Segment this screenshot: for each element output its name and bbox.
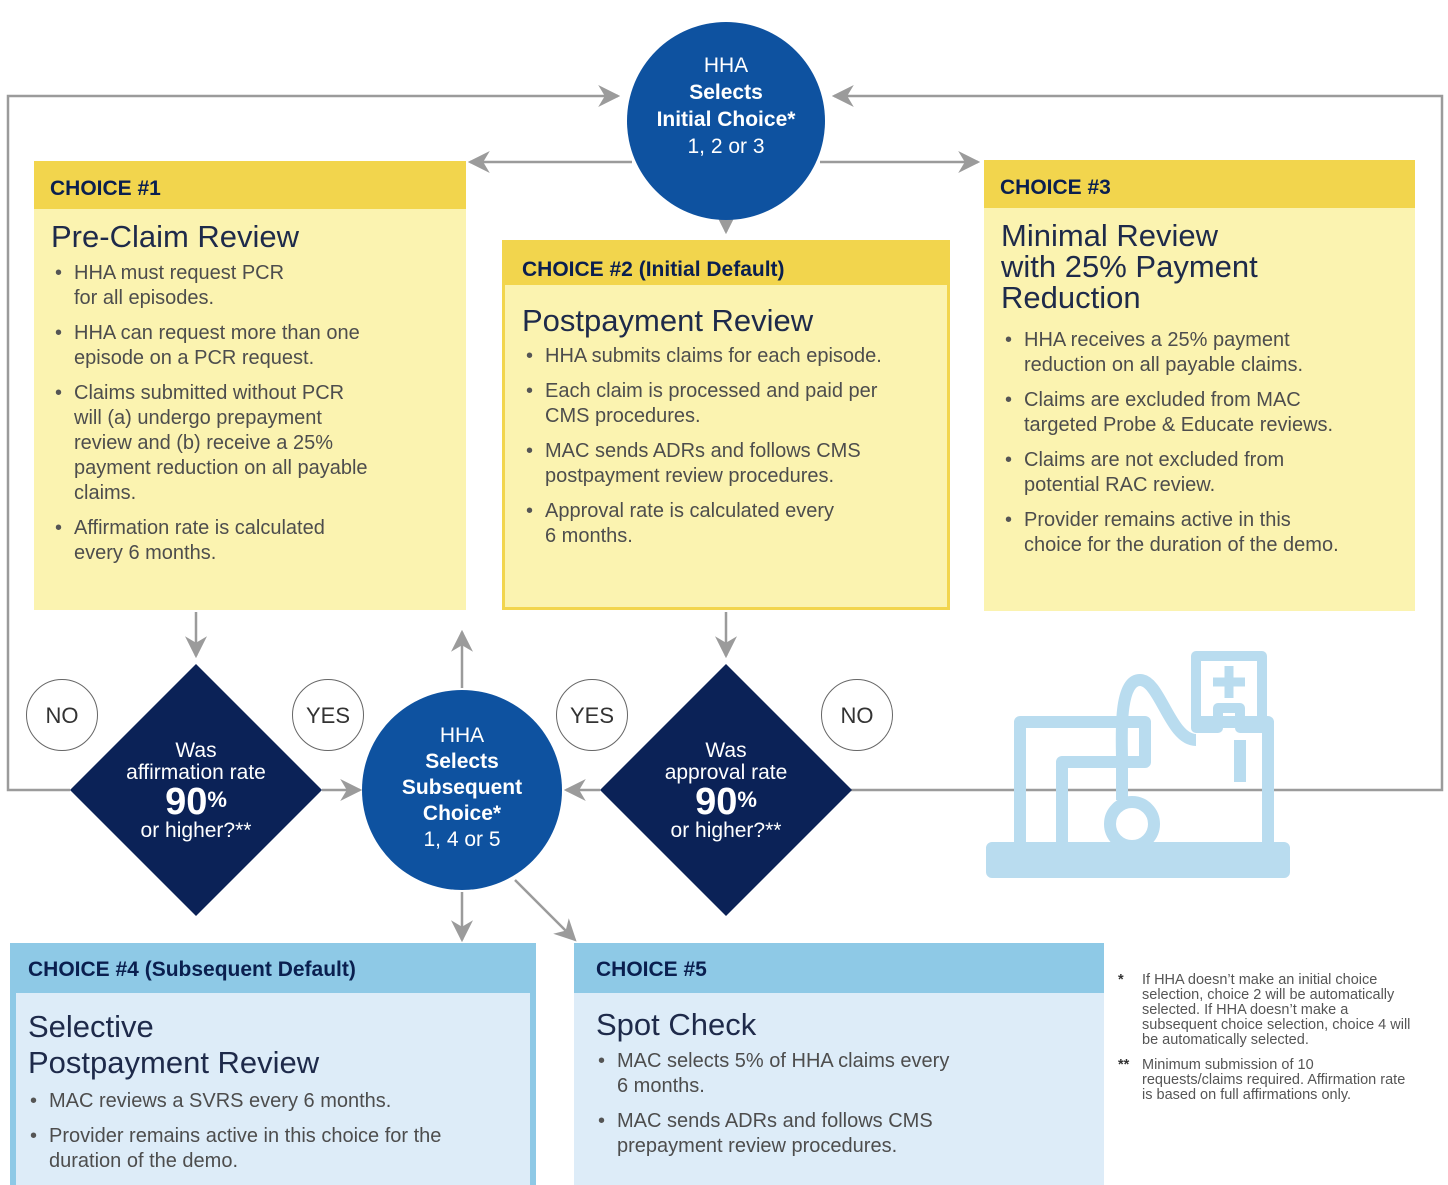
list-item: HHA must request PCR for all episodes. [53, 261, 453, 311]
subsequent-circle-line3: Subsequent [401, 776, 523, 799]
no-label-right: NO [821, 679, 893, 751]
list-item: Approval rate is calculated every 6 mont… [524, 499, 944, 549]
choice4-box: CHOICE #4 (Subsequent Default) Selective… [10, 943, 536, 1185]
decision-left-text: Was affirmation rate 90% or higher?** [96, 740, 296, 842]
list-item: HHA receives a 25% payment reduction on … [1003, 328, 1413, 378]
decision-left-line1: Was [175, 739, 217, 762]
decision-right-text: Was approval rate 90% or higher?** [626, 740, 826, 842]
list-item: MAC sends ADRs and follows CMS prepaymen… [596, 1109, 1096, 1159]
decision-right-line2: approval rate [664, 761, 788, 784]
decision-diamond-right [600, 664, 852, 916]
list-item: HHA submits claims for each episode. [524, 344, 944, 369]
list-item: Affirmation rate is calculated every 6 m… [53, 516, 453, 566]
decision-left-value: 90% [165, 781, 227, 823]
arrow-subsequent-to-choice5 [514, 879, 577, 942]
subsequent-circle-line2: Selects [425, 750, 499, 773]
yes-label-left: YES [292, 679, 364, 751]
laptop-stethoscope-icon [986, 651, 1290, 878]
choice2-header: CHOICE #2 (Initial Default) [502, 240, 950, 285]
list-item: Claims are excluded from MAC targeted Pr… [1003, 388, 1413, 438]
list-item: Claims are not excluded from potential R… [1003, 448, 1413, 498]
choice5-title: Spot Check [596, 1007, 757, 1042]
list-item: Claims submitted without PCR will (a) un… [53, 381, 453, 506]
choice1-title: Pre-Claim Review [51, 219, 300, 254]
initial-circle-line2: Selects [689, 81, 763, 104]
list-item: MAC selects 5% of HHA claims every 6 mon… [596, 1049, 1096, 1099]
footnote-1: * If HHA doesn’t make an initial choice … [1118, 973, 1418, 1048]
initial-circle-line1: HHA [703, 54, 749, 77]
choice4-header: CHOICE #4 (Subsequent Default) [10, 943, 536, 993]
decision-diamond-left [70, 664, 322, 916]
footnote-2-mark: ** [1118, 1057, 1130, 1073]
choice4-title: Selective Postpayment Review [28, 1009, 320, 1080]
loop-right-connector [831, 85, 1444, 792]
choice3-title: Minimal Review with 25% Payment Reductio… [1001, 218, 1258, 315]
choice2-bullets: HHA submits claims for each episode. Eac… [524, 344, 944, 559]
footnote-2: ** Minimum submission of 10 requests/cla… [1118, 1058, 1418, 1103]
choice3-header: CHOICE #3 [984, 160, 1415, 208]
initial-circle-line3: Initial Choice* [656, 108, 796, 131]
choice1-header: CHOICE #1 [34, 161, 466, 209]
initial-circle-line4: 1, 2 or 3 [687, 135, 765, 158]
subsequent-choice-circle: HHA Selects Subsequent Choice* 1, 4 or 5 [362, 690, 562, 890]
choice2-box: CHOICE #2 (Initial Default) Postpayment … [502, 240, 950, 610]
footnotes: * If HHA doesn’t make an initial choice … [1118, 973, 1418, 1113]
footnote-2-text: Minimum submission of 10 requests/claims… [1142, 1057, 1406, 1103]
loop-left-connector [6, 85, 621, 792]
footnote-1-mark: * [1118, 972, 1124, 988]
decision-left-line2: affirmation rate [126, 761, 266, 784]
decision-left-line3: or higher?** [140, 819, 252, 842]
choice5-header: CHOICE #5 [574, 943, 1104, 993]
list-item: HHA can request more than one episode on… [53, 321, 453, 371]
list-item: Each claim is processed and paid per CMS… [524, 379, 944, 429]
list-item: Provider remains active in this choice f… [1003, 508, 1413, 558]
list-item: Provider remains active in this choice f… [28, 1124, 528, 1174]
footnote-1-text: If HHA doesn’t make an initial choice se… [1142, 972, 1411, 1048]
list-item: MAC sends ADRs and follows CMS postpayme… [524, 439, 944, 489]
decision-right-value: 90% [695, 781, 757, 823]
decision-right-line3: or higher?** [670, 819, 782, 842]
subsequent-circle-line5: 1, 4 or 5 [423, 828, 501, 851]
choice2-title: Postpayment Review [522, 303, 814, 338]
decision-right-line1: Was [705, 739, 747, 762]
choice5-box: CHOICE #5 Spot Check MAC selects 5% of H… [574, 943, 1104, 1185]
choice3-bullets: HHA receives a 25% payment reduction on … [1003, 328, 1413, 568]
yes-label-right: YES [556, 679, 628, 751]
list-item: MAC reviews a SVRS every 6 months. [28, 1089, 528, 1114]
initial-choice-circle: HHA Selects Initial Choice* 1, 2 or 3 [627, 22, 825, 220]
choice4-bullets: MAC reviews a SVRS every 6 months. Provi… [28, 1089, 528, 1184]
subsequent-circle-line4: Choice* [422, 802, 502, 825]
choice5-bullets: MAC selects 5% of HHA claims every 6 mon… [596, 1049, 1096, 1169]
choice1-box: CHOICE #1 Pre-Claim Review HHA must requ… [34, 161, 466, 610]
choice1-bullets: HHA must request PCR for all episodes. H… [53, 261, 453, 576]
choice3-box: CHOICE #3 Minimal Review with 25% Paymen… [984, 160, 1415, 611]
no-label-left: NO [26, 679, 98, 751]
subsequent-circle-line1: HHA [439, 724, 485, 747]
